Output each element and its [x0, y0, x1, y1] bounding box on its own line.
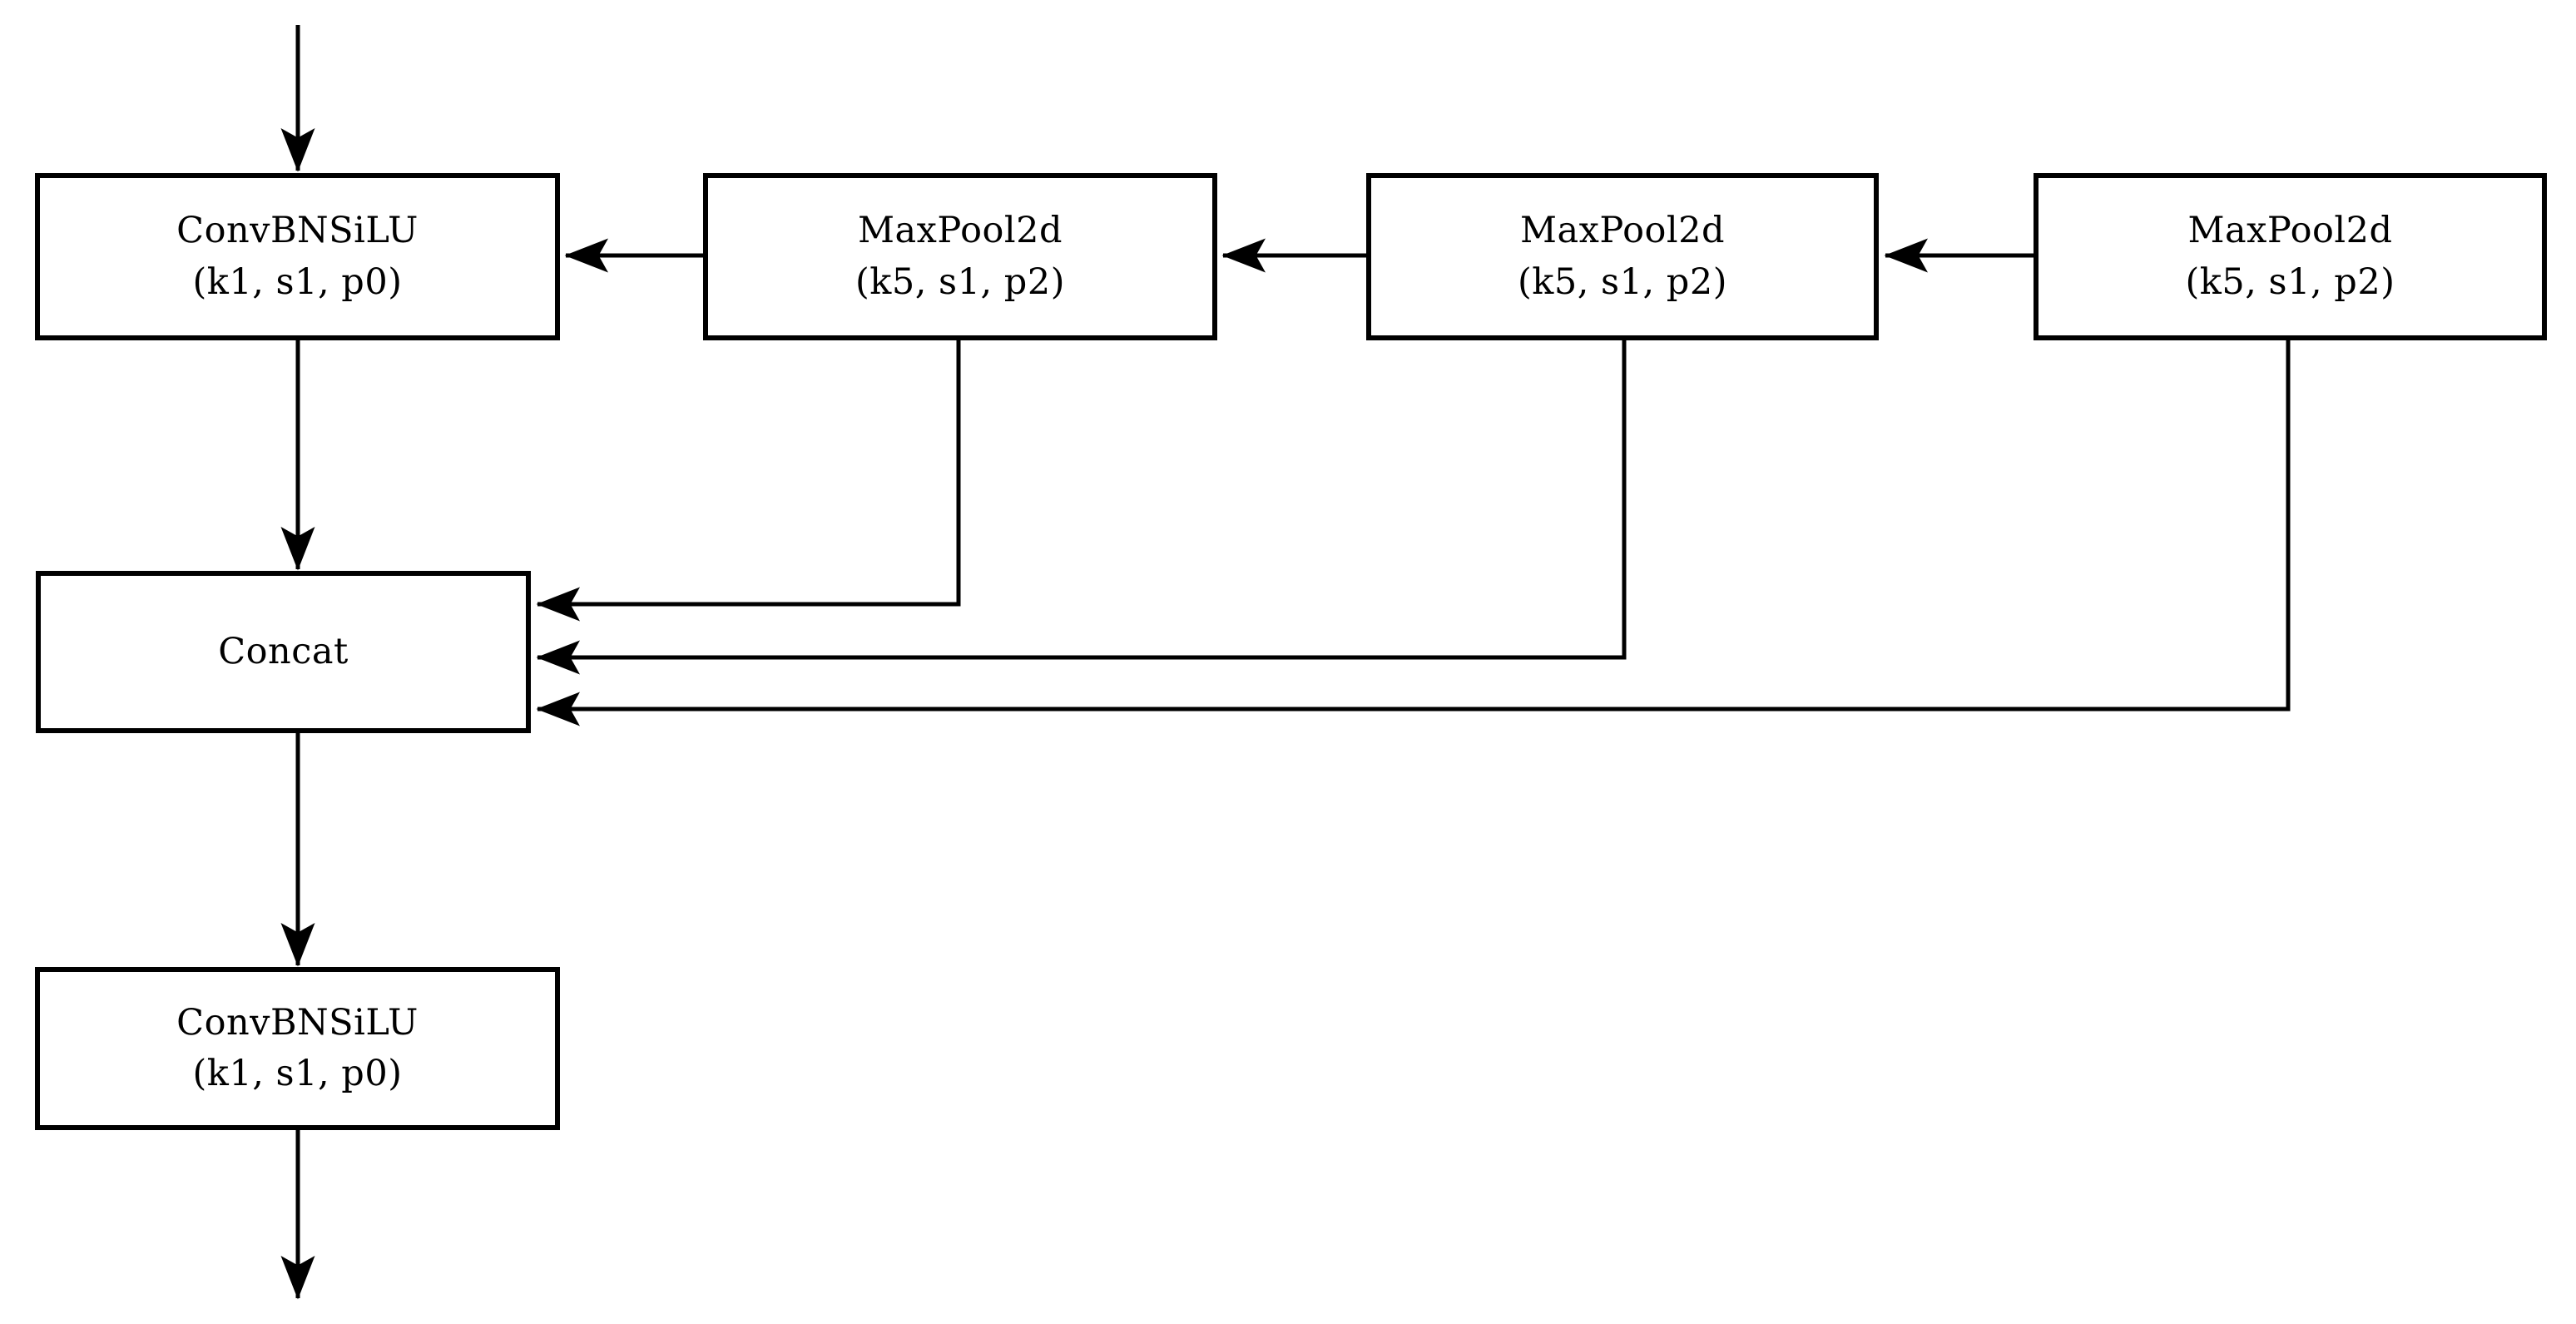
edge-maxpool2-to-concat-arrow: [536, 338, 1627, 675]
node-box-conv-bn-silu-top: [35, 173, 560, 340]
node-box-maxpool2d-2: [1366, 173, 1879, 340]
edge-maxpool3-to-concat-arrow: [536, 338, 2291, 726]
node-box-maxpool2d-1: [703, 173, 1217, 340]
edge-maxpool1-to-concat-arrow: [536, 338, 961, 622]
node-box-conv-bn-silu-bottom: [35, 967, 560, 1130]
node-box-concat-node: [36, 571, 531, 733]
node-box-maxpool2d-3: [2034, 173, 2547, 340]
